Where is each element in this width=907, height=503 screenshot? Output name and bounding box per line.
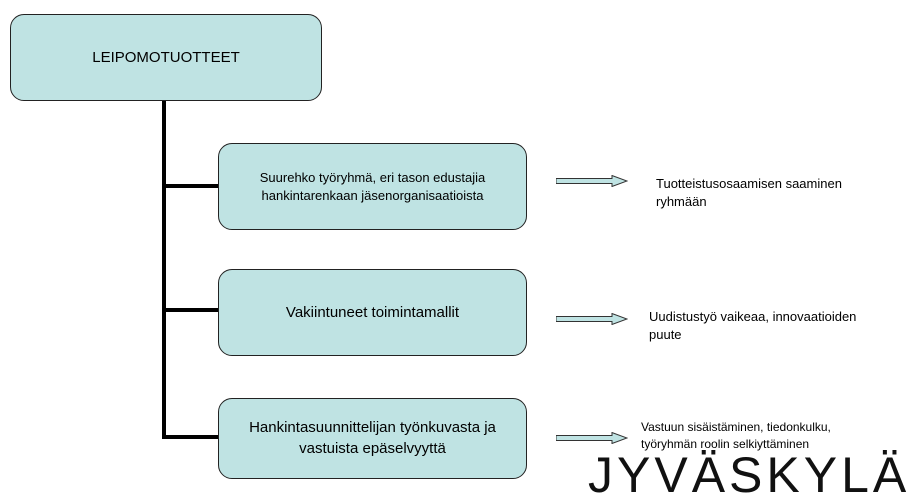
branch-node-1: Suurehko työryhmä, eri tason edustajia h… — [218, 143, 527, 230]
watermark-text: JYVÄSKYLÄ — [588, 447, 907, 503]
branch-connector-3 — [162, 435, 218, 439]
branch-note-1: Tuotteistusosaamisen saaminen ryhmään — [656, 176, 842, 209]
branch-note-3: Vastuun sisäistäminen, tiedonkulku, työr… — [641, 420, 831, 451]
arrow-right-icon — [556, 175, 628, 187]
arrow-right-icon — [556, 313, 628, 325]
branch-node-3-label: Hankintasuunnittelijan työnkuvasta ja va… — [249, 419, 496, 457]
root-node: LEIPOMOTUOTTEET — [10, 14, 322, 101]
tree-trunk-line — [162, 101, 166, 439]
branch-note-2: Uudistustyö vaikeaa, innovaatioiden puut… — [649, 309, 857, 342]
branch-node-1-label: Suurehko työryhmä, eri tason edustajia h… — [259, 169, 486, 203]
branch-connector-1 — [162, 184, 218, 188]
branch-node-3: Hankintasuunnittelijan työnkuvasta ja va… — [218, 398, 527, 479]
branch-connector-2 — [162, 308, 218, 312]
arrow-right-icon — [556, 432, 628, 444]
branch-node-2: Vakiintuneet toimintamallit — [218, 269, 527, 356]
root-node-label: LEIPOMOTUOTTEET — [92, 49, 240, 66]
branch-node-2-label: Vakiintuneet toimintamallit — [285, 304, 460, 321]
